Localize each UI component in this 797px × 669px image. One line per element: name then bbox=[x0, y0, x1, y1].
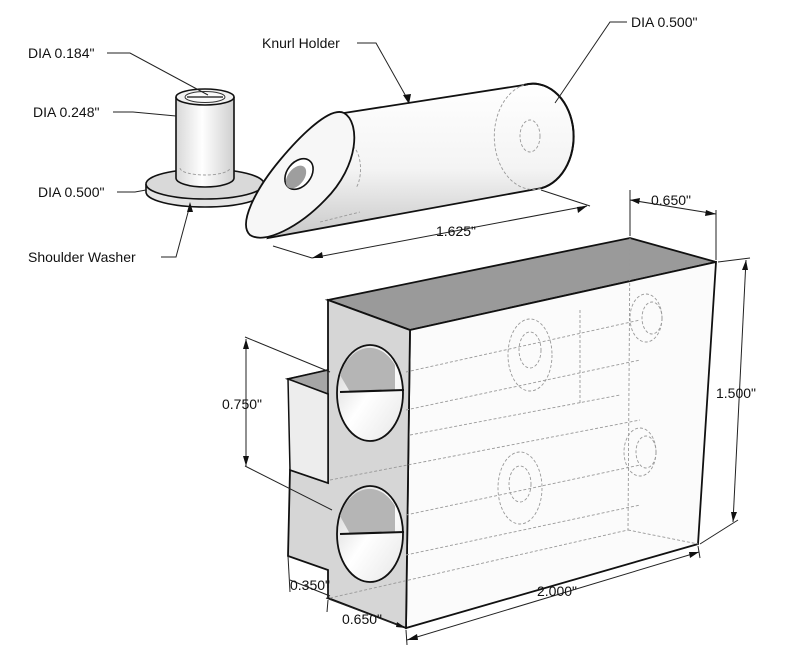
label-dia-0184: DIA 0.184" bbox=[28, 45, 95, 61]
washer-hidden-edge bbox=[179, 167, 231, 176]
shoulder-washer-part bbox=[145, 88, 265, 208]
label-dia-0500-washer: DIA 0.500" bbox=[38, 184, 105, 200]
washer-post bbox=[175, 97, 235, 188]
knurl-holder-part bbox=[245, 82, 575, 240]
label-dia-0248: DIA 0.248" bbox=[33, 104, 100, 120]
dimension-lines bbox=[107, 21, 751, 646]
label-height-1500: 1.500" bbox=[716, 385, 757, 401]
label-height-0750: 0.750" bbox=[222, 396, 263, 412]
label-dia-0500-holder: DIA 0.500" bbox=[631, 14, 698, 30]
label-width-0650-top: 0.650" bbox=[651, 192, 692, 208]
holder-right-end bbox=[523, 82, 575, 189]
block-hidden-lines bbox=[329, 237, 699, 599]
label-knurl-holder: Knurl Holder bbox=[262, 35, 340, 51]
label-length-1625: 1.625" bbox=[436, 223, 477, 239]
label-width-0650-bottom: 0.650" bbox=[342, 611, 383, 627]
label-shoulder-washer: Shoulder Washer bbox=[28, 249, 136, 265]
holder-hidden-bore bbox=[519, 119, 541, 153]
label-depth-0350: 0.350" bbox=[290, 577, 331, 593]
label-length-2000: 2.000" bbox=[537, 583, 578, 599]
tool-block-part bbox=[284, 237, 717, 630]
holder-hidden-end bbox=[493, 84, 543, 190]
